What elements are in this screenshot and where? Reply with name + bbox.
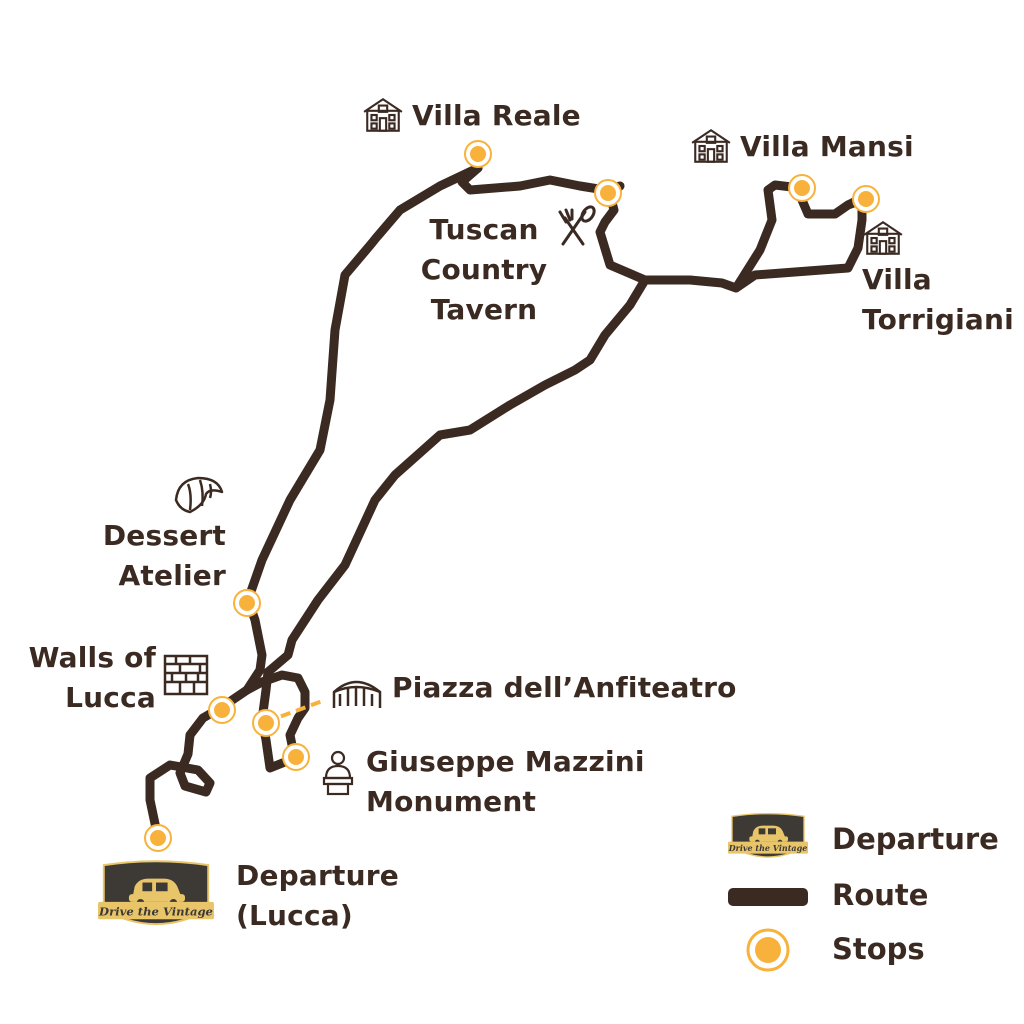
label-tavern: Tuscan Country Tavern — [414, 210, 554, 330]
label-departure: Departure (Lucca) — [236, 856, 399, 936]
label-departure-line2: (Lucca) — [236, 899, 353, 932]
villa-icon — [691, 129, 731, 163]
villa-icon — [363, 98, 403, 132]
stop-dessert-atelier[interactable] — [233, 589, 261, 617]
label-walls-line2: Lucca — [65, 681, 156, 714]
label-piazza: Piazza dell’Anfiteatro — [392, 671, 737, 704]
legend-stops-label: Stops — [832, 932, 925, 966]
label-mazzini-line1: Giuseppe Mazzini — [366, 745, 645, 778]
label-villa-torrigiani: Villa Torrigiani — [862, 260, 1014, 340]
label-dessert-atelier: Dessert Atelier — [80, 516, 226, 596]
stop-mazzini[interactable] — [282, 743, 310, 771]
label-dessert-line2: Atelier — [118, 559, 226, 592]
legend-stop-marker — [746, 928, 790, 972]
legend-departure-badge-icon — [728, 812, 808, 858]
vintage-car-badge-icon — [98, 860, 214, 926]
stop-departure[interactable] — [144, 824, 172, 852]
stop-villa-reale[interactable] — [464, 140, 492, 168]
legend-departure-label: Departure — [832, 822, 999, 856]
route-path — [145, 163, 867, 843]
croissant-icon — [174, 476, 224, 514]
label-mazzini-line2: Monument — [366, 785, 537, 818]
label-villa-mansi: Villa Mansi — [740, 130, 914, 163]
label-villa-torrigiani-line1: Villa — [862, 263, 932, 296]
stop-villa-torrigiani[interactable] — [852, 185, 880, 213]
stop-piazza[interactable] — [252, 709, 280, 737]
label-walls-of-lucca: Walls of Lucca — [10, 638, 156, 718]
label-tavern-line3: Tavern — [430, 293, 538, 326]
label-walls-line1: Walls of — [28, 641, 156, 674]
label-departure-line1: Departure — [236, 859, 399, 892]
legend-route-swatch — [728, 888, 808, 906]
label-mazzini: Giuseppe Mazzini Monument — [366, 742, 645, 822]
stop-tavern[interactable] — [594, 179, 622, 207]
label-dessert-line1: Dessert — [102, 519, 226, 552]
legend-route-label: Route — [832, 878, 929, 912]
legend — [728, 812, 808, 972]
label-villa-torrigiani-line2: Torrigiani — [862, 303, 1014, 336]
brick-wall-icon — [163, 654, 209, 696]
piazza-connector — [265, 698, 326, 724]
label-villa-reale: Villa Reale — [412, 99, 581, 132]
fork-spoon-icon — [558, 205, 596, 246]
stop-walls-of-lucca[interactable] — [208, 696, 236, 724]
stops — [144, 140, 880, 852]
label-tavern-line2: Country — [420, 253, 548, 286]
bust-monument-icon — [322, 750, 354, 796]
villa-icon — [863, 221, 903, 255]
label-tavern-line1: Tuscan — [429, 213, 539, 246]
amphitheatre-icon — [332, 680, 382, 708]
stop-villa-mansi[interactable] — [788, 174, 816, 202]
